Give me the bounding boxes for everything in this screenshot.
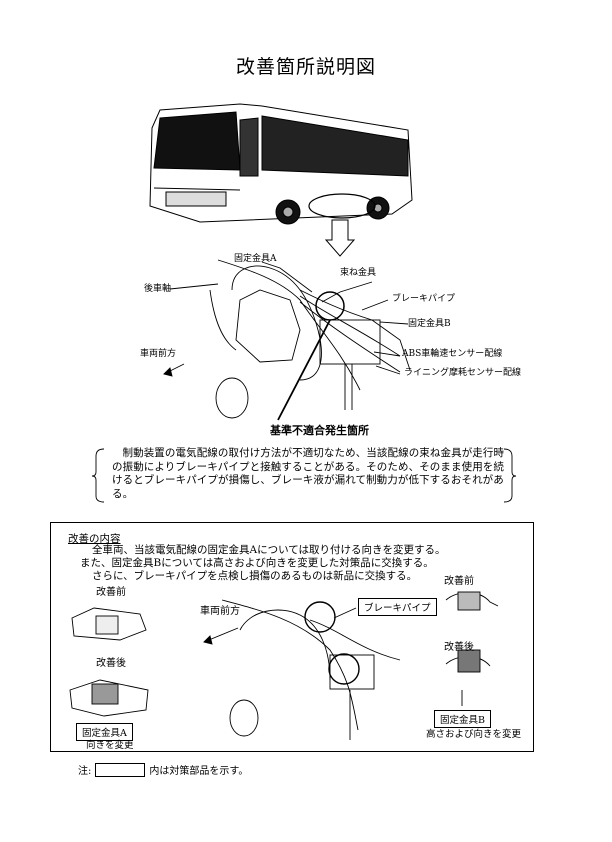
label-lining-wiring: ライニング摩耗センサー配線 [404,368,522,378]
remedy-vehicle-forward: 車両前方 [200,606,240,617]
footnote-suffix: 内は対策部品を示す。 [149,766,249,777]
right-before-label: 改善前 [444,576,474,587]
document-title: 改善箇所説明図 [235,56,376,78]
remedy-illustrations [69,591,499,740]
left-before-label: 改善前 [96,587,126,598]
footnote-prefix: 注: [78,766,92,777]
fixture-b-box: 固定金具B [434,710,491,728]
label-rear-axle: 後車軸 [144,284,172,294]
label-bundle-fixture: 束ね金具 [340,268,377,278]
label-fixture-b: 固定金具B [408,319,451,329]
remedy-brake-pipe-label: ブレーキパイプ [358,598,437,616]
label-brake-pipe: ブレーキパイプ [392,294,456,304]
fixture-a-caption: 向きを変更 [86,740,134,751]
footnote-box-symbol [95,762,146,777]
right-after-label: 改善後 [444,642,474,653]
left-after-label: 改善後 [96,658,126,669]
notice-paragraph: 制動装置の電気配線の取付け方法が不適切なため、当該配線の束ね金具が走行時の振動に… [112,447,505,500]
remedy-line: また、固定金具Bについては高さおよび向きを変更した対策品に交換する。 [80,557,434,569]
top-axle-diagram [163,259,411,421]
label-abs-wiring: ABS車輪速センサー配線 [402,349,503,359]
remedy-line: 全車両、当該電気配線の固定金具Aについては取り付ける向きを変更する。 [92,544,446,556]
bus-illustration [149,103,413,257]
footnote: 注: 内は対策部品を示す。 [78,762,248,777]
notice-bracket [91,448,517,503]
remedy-box [50,522,534,752]
label-vehicle-forward: 車両前方 [140,349,177,359]
remedy-line: さらに、ブレーキパイプを点検し損傷のあるものは新品に交換する。 [92,570,418,582]
remedy-heading: 改善の内容 [68,533,121,545]
fixture-a-box: 固定金具A [76,723,133,741]
nonconformity-label: 基準不適合発生箇所 [270,424,369,437]
label-fixture-a: 固定金具A [234,254,277,264]
fixture-b-caption: 高さおよび向きを変更 [426,729,522,740]
